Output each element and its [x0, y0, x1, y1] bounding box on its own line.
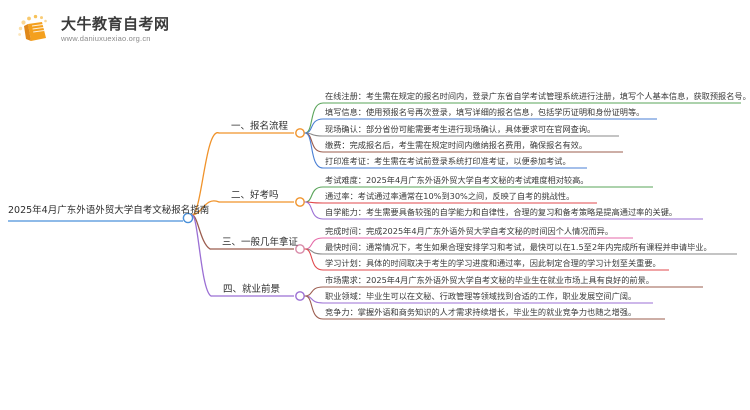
leaf-label-2-1: 考试难度：2025年4月广东外语外贸大学自考文秘的考试难度相对较高。 — [325, 175, 589, 185]
branch-label-2: 二、好考吗 — [231, 190, 279, 201]
mindmap-edge — [304, 248, 324, 271]
leaf-label-4-1: 市场需求：2025年4月广东外语外贸大学自考文秘的毕业生在就业市场上具有良好的前… — [325, 275, 654, 285]
branch-label-1: 一、报名流程 — [231, 121, 289, 132]
leaf-label-1-1: 在线注册：考生需在规定的报名时间内，登录广东省自学考试管理系统进行注册，填写个人… — [325, 91, 750, 101]
leaf-label-2-3: 自学能力：考生需要具备较强的自学能力和自律性，合理的复习和备考策略是提高通过率的… — [325, 207, 678, 217]
leaf-label-1-2: 填写信息：使用预报名号再次登录，填写详细的报名信息，包括学历证明和身份证明等。 — [325, 107, 645, 117]
leaf-label-2-2: 通过率：考试通过率通常在10%到30%之间，反映了自考的挑战性。 — [325, 191, 575, 201]
mindmap-edge — [191, 132, 220, 216]
root-node[interactable] — [182, 212, 194, 224]
branch-node-1[interactable] — [295, 128, 305, 138]
leaf-label-1-5: 打印准考证：考生需在考试前登录系统打印准考证，以便参加考试。 — [325, 156, 571, 166]
branch-label-4: 四、就业前景 — [223, 284, 281, 295]
branch-label-3: 三、一般几年拿证 — [222, 237, 299, 248]
leaf-label-3-1: 完成时间：完成2025年4月广东外语外贸大学自考文秘的时间因个人情况而异。 — [325, 226, 614, 236]
branch-node-3[interactable] — [295, 244, 305, 254]
branch-node-2[interactable] — [295, 197, 305, 207]
leaf-label-4-3: 竞争力：掌握外语和商务知识的人才需求持续增长，毕业生的就业竞争力也随之增强。 — [325, 307, 637, 317]
mindmap-edge — [304, 186, 324, 203]
logo-title: 大牛教育自考网 — [61, 15, 170, 34]
site-logo[interactable]: 大牛教育自考网 www.daniuxuexiao.org.cn — [16, 12, 170, 48]
mindmap-edge — [304, 102, 324, 134]
mindmap-edge — [191, 200, 220, 216]
leaf-label-3-3: 学习计划：具体的时间取决于考生的学习进度和通过率，因此制定合理的学习计划至关重要… — [325, 258, 661, 268]
mindmap-edge — [304, 201, 324, 220]
logo-url: www.daniuxuexiao.org.cn — [61, 34, 151, 44]
root-label: 2025年4月广东外语外贸大学自考文秘报名指南 — [8, 205, 210, 216]
leaf-label-1-4: 缴费：完成报名后，考生需在规定时间内缴纳报名费用，确保报名有效。 — [325, 140, 588, 150]
mindmap-edge — [304, 237, 324, 250]
mindmap-edge — [304, 118, 324, 134]
leaf-label-4-2: 职业领域：毕业生可以在文秘、行政管理等领域找到合适的工作，职业发展空间广阔。 — [325, 291, 637, 301]
branch-node-4[interactable] — [295, 291, 305, 301]
leaf-label-3-2: 最快时间：通常情况下，考生如果合理安排学习和考试，最快可以在1.5至2年内完成所… — [325, 242, 712, 252]
book-icon — [16, 13, 54, 47]
mindmap-edge — [304, 295, 324, 320]
mindmap-edge — [191, 214, 212, 297]
mindmap-edge — [304, 286, 324, 297]
leaf-label-1-3: 现场确认：部分省份可能需要考生进行现场确认，具体要求可在官网查询。 — [325, 124, 596, 134]
mindmap-edge — [304, 132, 324, 169]
